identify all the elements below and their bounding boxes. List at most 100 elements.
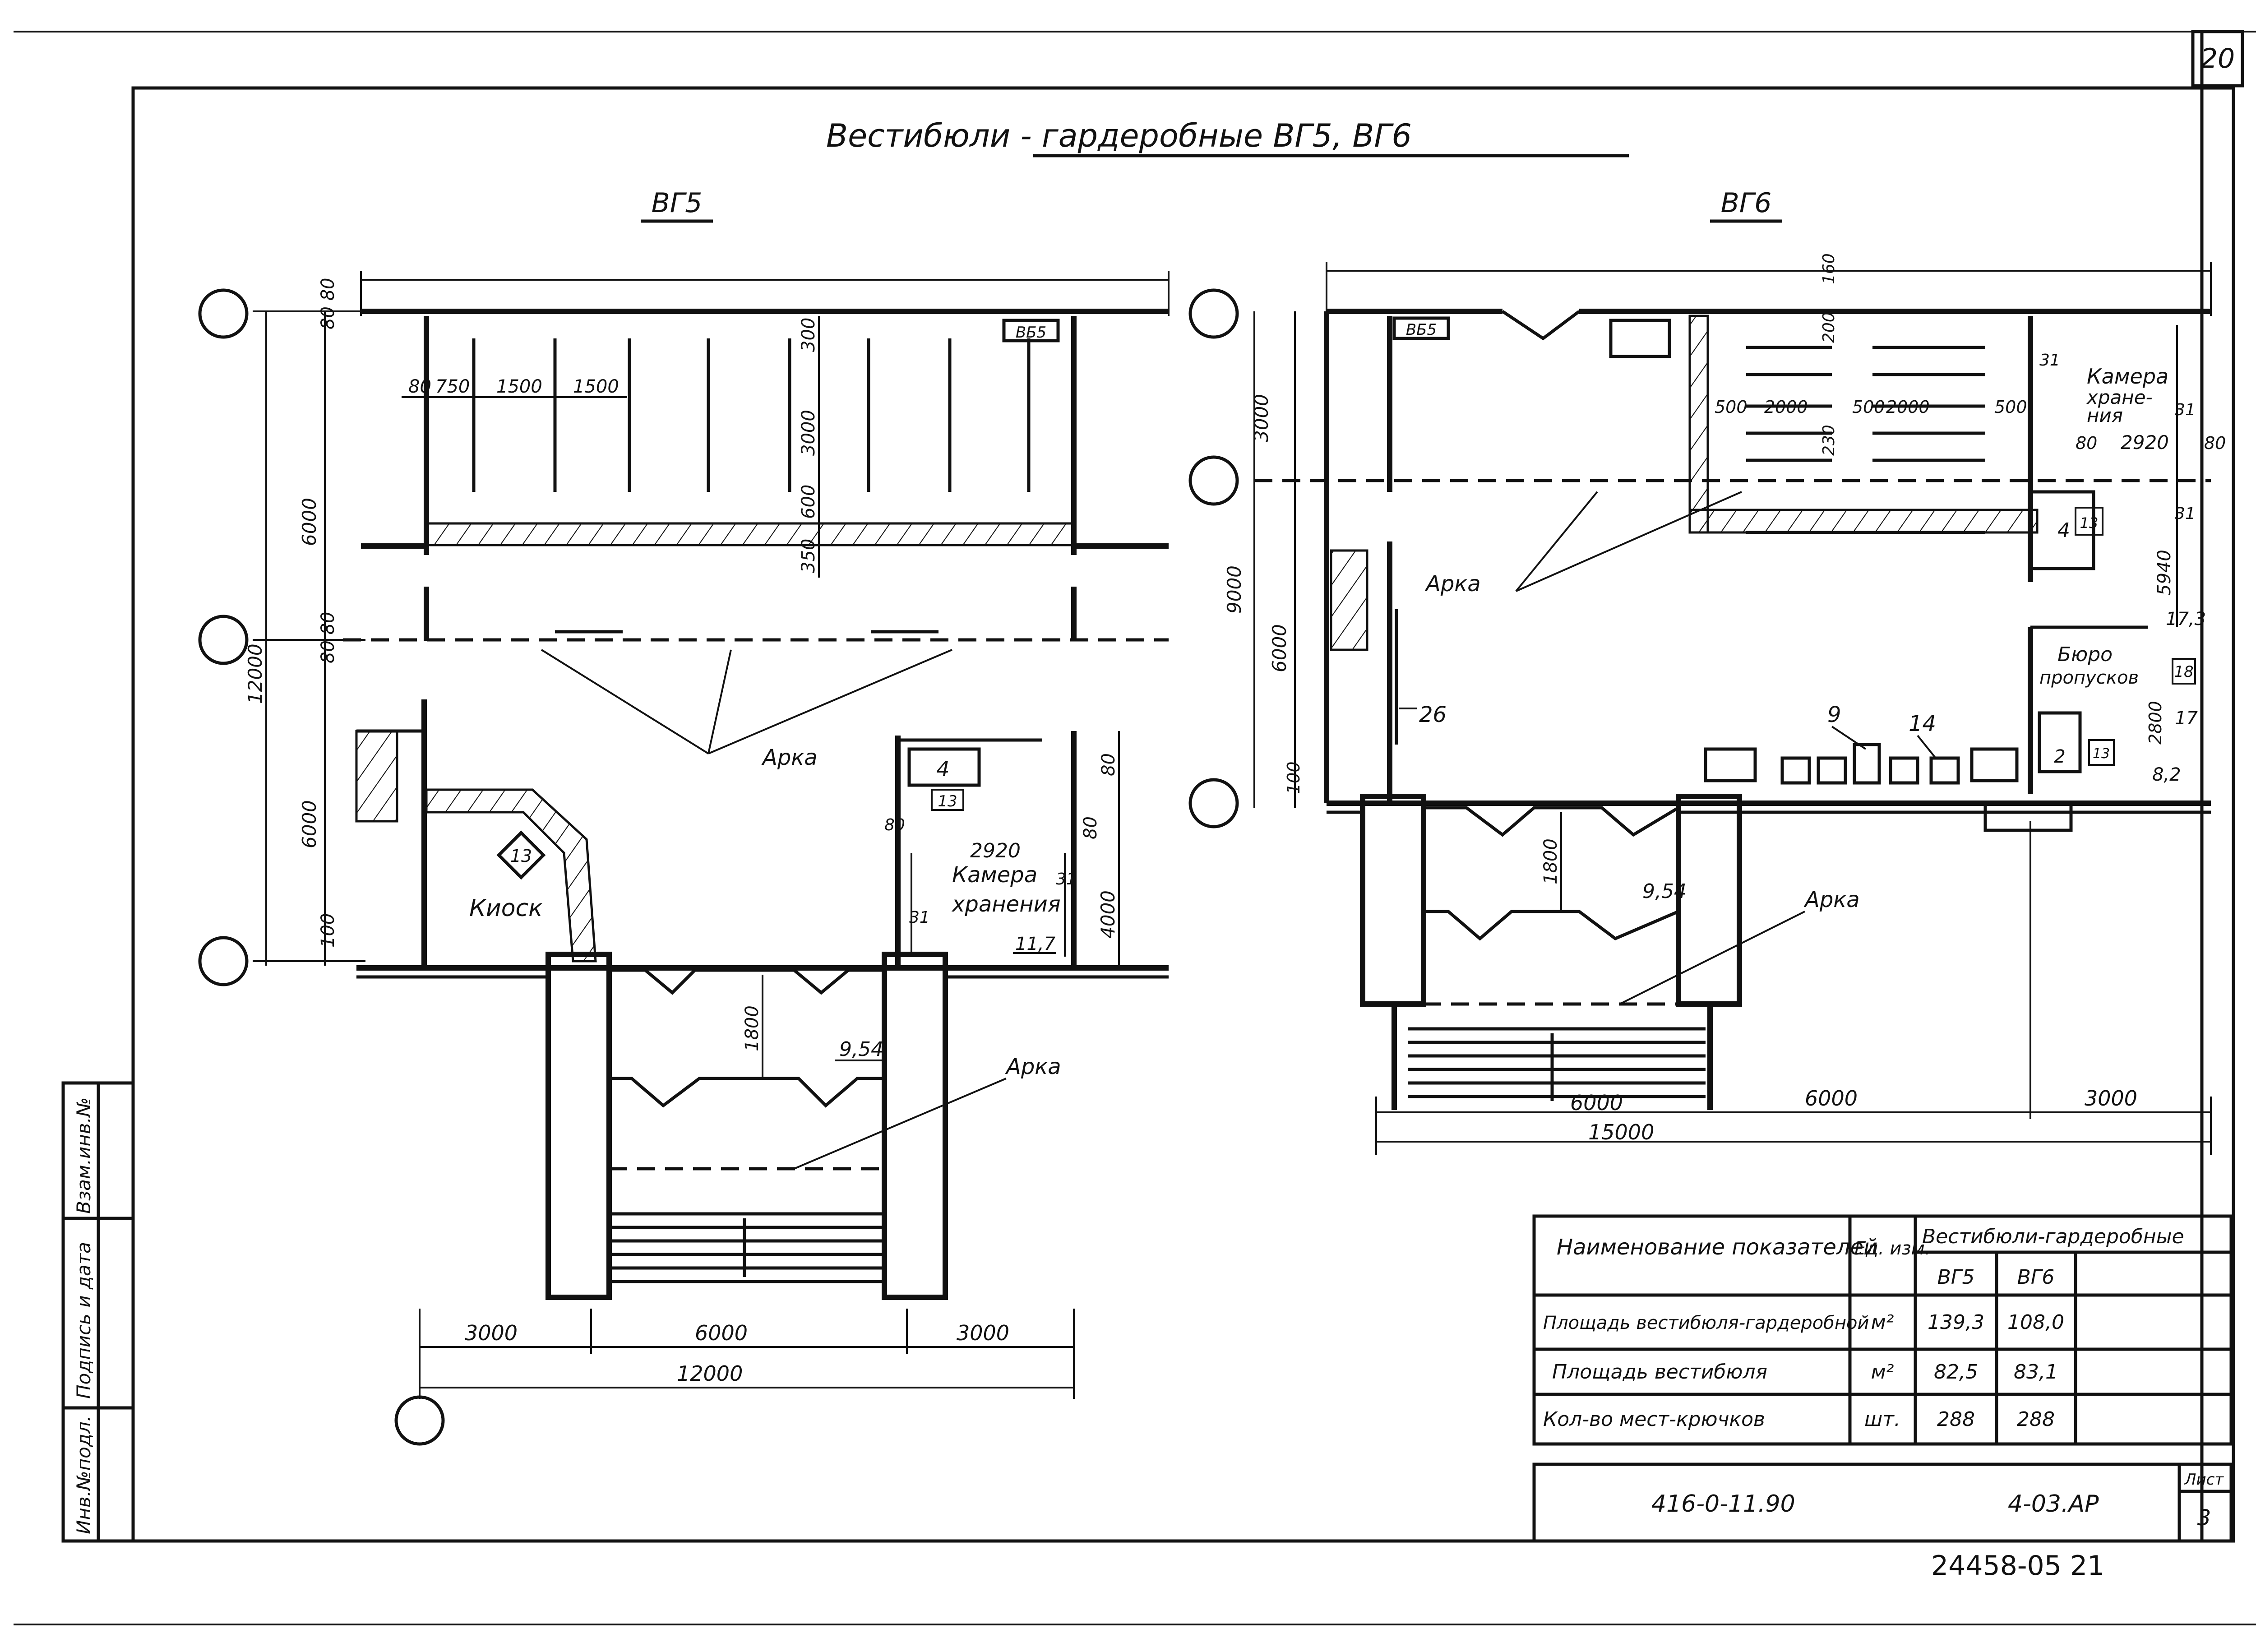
area-text: 8,2	[2152, 764, 2181, 785]
dim-text: 80	[2076, 433, 2097, 453]
dim-text: 12000	[677, 1361, 743, 1386]
side-stamp-replace: Взам.инв.№	[73, 1097, 95, 1214]
coat-racks	[472, 338, 1031, 492]
table-row-unit: м²	[1871, 1360, 1894, 1384]
dim-text: 160	[1820, 253, 1838, 284]
dim-text: 80	[408, 376, 431, 397]
dim-text: 2800	[2145, 701, 2165, 745]
sheet-number: 3	[2197, 1505, 2211, 1531]
level-mark: 9,54	[839, 1038, 883, 1061]
plan-vg6-label: ВГ6	[1721, 187, 1772, 219]
dim-text: 5940	[2154, 550, 2175, 596]
dim-text: 3000	[1250, 394, 1272, 442]
dim-text: 2000	[1886, 397, 1930, 417]
title-block: 416-0-11.90 4-03.АР Лист 3	[1532, 1462, 2233, 1543]
dim-text: 100	[1284, 761, 1304, 794]
dim-text: 2000	[1764, 397, 1808, 417]
dim-text: 80	[884, 816, 905, 834]
dim-text: 80	[2204, 433, 2226, 453]
room-number: 31	[2175, 401, 2196, 419]
dim-text: 3000	[798, 410, 819, 456]
table-row-vg6: 108,0	[2007, 1311, 2064, 1334]
plan-vg5-label: ВГ5	[652, 187, 703, 219]
arch-label: Арка	[761, 745, 818, 770]
stamp-vb5	[1002, 319, 1060, 342]
dim-text: 6000	[1570, 1091, 1623, 1115]
dim-text: 3000	[465, 1321, 518, 1345]
level-mark: 9,54	[1642, 880, 1687, 903]
dim-text: 80 80	[318, 611, 338, 663]
dim-text: 2920	[970, 839, 1021, 862]
room-tag	[496, 830, 546, 880]
table-col-vg5: ВГ5	[1937, 1266, 1975, 1289]
dim-text: 80 80	[318, 278, 338, 329]
storage-label: хране-	[2086, 386, 2153, 408]
dim-text: 1800	[1540, 838, 1561, 884]
room-number: 31	[2175, 504, 2196, 523]
dim-text: 500	[1852, 397, 1885, 417]
table-row-name: Площадь вестибюля-гардеробной	[1543, 1313, 1869, 1333]
dim-text: 1500	[573, 376, 619, 397]
table-header-unit: Ед. изм.	[1854, 1238, 1931, 1259]
table-row-vg5: 82,5	[1934, 1360, 1978, 1384]
page-number-box	[2191, 30, 2244, 88]
room-number: 4	[2057, 519, 2070, 542]
axis-circle	[1188, 455, 1239, 506]
dim-text: 230	[1820, 425, 1838, 456]
area-text: 11,7	[1015, 934, 1056, 954]
room-number: 31	[1056, 870, 1077, 888]
room-number: 13	[938, 792, 957, 810]
dim-text: 2920	[2121, 431, 2169, 453]
porch-steps	[609, 1212, 884, 1283]
dim-text: 100	[318, 913, 338, 948]
porch-steps	[1408, 1027, 1706, 1098]
dim-text: 1500	[496, 376, 542, 397]
arch-label: Арка	[1424, 571, 1481, 597]
stamp-vb5-text: ВБ5	[1016, 324, 1046, 342]
dim-text: 6000	[298, 800, 320, 848]
dim-text: 80	[1098, 753, 1119, 776]
area-text: 17,3	[2166, 609, 2206, 629]
planter	[1970, 747, 2019, 782]
dim-text: 3000	[957, 1321, 1009, 1345]
table-row-name: Кол-во мест-крючков	[1543, 1408, 1765, 1431]
room-number: 13	[2080, 514, 2099, 532]
table-header-name: Наименование показателей	[1557, 1235, 1877, 1260]
axis-circle	[394, 1395, 445, 1446]
callout-number: 9	[1827, 702, 1841, 727]
sheet-code: 4-03.АР	[2008, 1490, 2099, 1518]
dim-text: 3000	[2085, 1086, 2137, 1111]
side-stamp-inv: Инв.№подл.	[73, 1416, 95, 1534]
stair-left	[355, 730, 398, 823]
room-number: 13	[2093, 746, 2110, 762]
dim-text: 200	[1820, 312, 1838, 343]
storage-label: Камера	[2087, 364, 2168, 389]
dim-text: 300	[798, 318, 819, 352]
callout-number: 26	[1419, 702, 1447, 727]
table-row-vg5: 139,3	[1928, 1311, 1984, 1334]
doc-code: 416-0-11.90	[1651, 1490, 1795, 1518]
axis-circle	[1188, 288, 1239, 339]
dim-text: 600	[798, 485, 819, 519]
kiosk-counter	[425, 788, 597, 963]
porch-pylon-right	[882, 952, 948, 1300]
storage-label: Камера	[952, 862, 1037, 888]
table-row-vg5: 288	[1937, 1408, 1975, 1431]
table-row-unit: шт.	[1864, 1408, 1900, 1431]
arch-label: Арка	[1803, 887, 1860, 912]
locker-4	[907, 747, 981, 787]
dim-text: 80	[1080, 816, 1101, 839]
planter	[1609, 319, 1671, 358]
storage-label: ния	[2087, 404, 2123, 426]
room-number: 4	[936, 757, 949, 781]
axis-circle	[198, 288, 249, 339]
dim-text: 1800	[742, 1005, 763, 1051]
table-row-vg6: 288	[2017, 1408, 2055, 1431]
stair-left	[1330, 549, 1368, 651]
bureau-label: пропусков	[2039, 667, 2139, 688]
porch-pylon-left	[546, 952, 612, 1300]
planter	[1704, 747, 1757, 782]
room-number: 2	[2054, 746, 2065, 767]
dim-text: 12000	[244, 643, 266, 704]
